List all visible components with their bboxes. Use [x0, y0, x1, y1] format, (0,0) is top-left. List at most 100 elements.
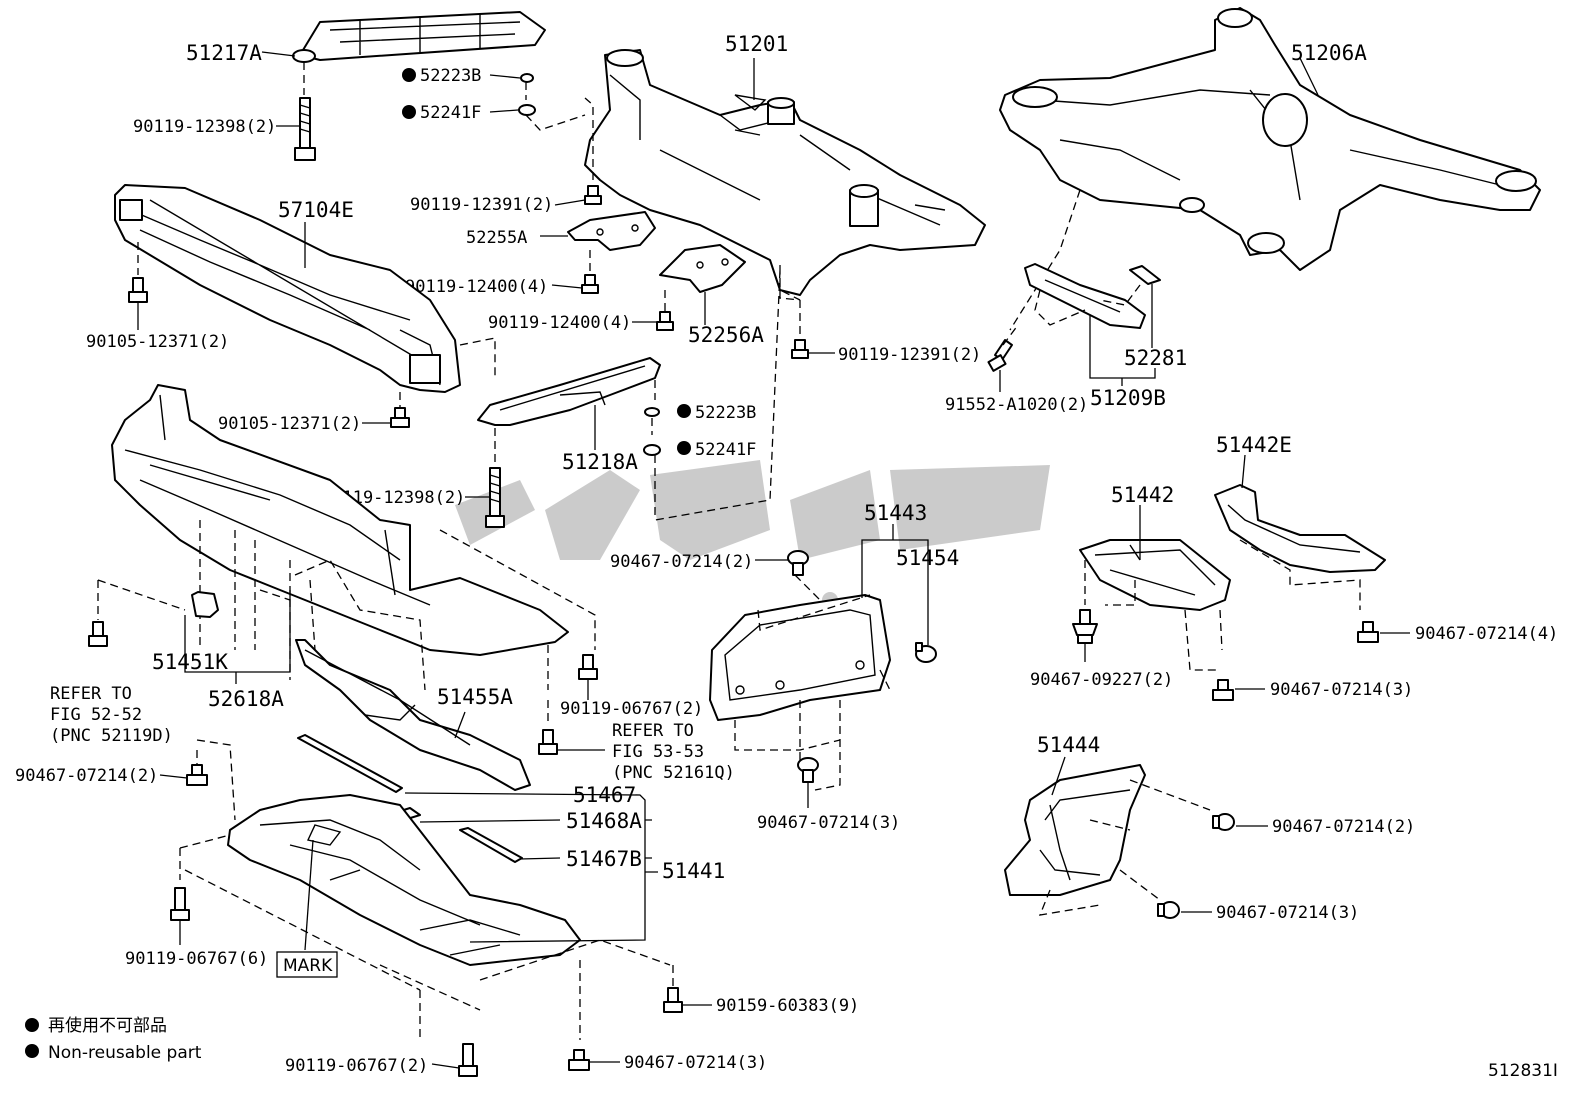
dash-51444 [1038, 779, 1211, 916]
legend-english: Non-reusable part [48, 1043, 202, 1063]
dash-90467-07214-d [196, 739, 236, 821]
part-51209B-plate [1024, 263, 1146, 329]
leader-52618A-group [184, 590, 291, 673]
leader-51444 [1051, 756, 1066, 796]
washer-52223B-top [520, 73, 534, 83]
label-90119-12391-b: 90119-12391(2) [838, 345, 981, 365]
label-90467-07214-e: 90467-07214(3) [757, 813, 900, 833]
label-90119-12391-a: 90119-12391(2) [410, 195, 553, 215]
label-90467-07214-f: 90467-07214(2) [1272, 817, 1415, 837]
legend-dot-en [25, 1044, 39, 1058]
dash-absorber-c [439, 529, 596, 650]
label-90467-07214-c: 90467-07214(3) [1270, 680, 1413, 700]
leader-51443-group [861, 539, 929, 645]
dash-51209B [1034, 284, 1141, 326]
leader-52223B-top [489, 74, 521, 79]
label-90467-07214-h: 90467-07214(3) [624, 1053, 767, 1073]
label-52255A: 52255A [466, 228, 527, 248]
leader-90467-07214-d [159, 774, 188, 779]
bolt-90159-60383 [663, 987, 683, 1013]
part-57104E-beam [114, 184, 461, 393]
bolt-90119-12400-a [581, 274, 599, 294]
dash-51206A [1009, 189, 1081, 331]
label-90105-12371-b: 90105-12371(2) [218, 414, 361, 434]
clip-90467-09227 [1072, 609, 1098, 644]
nonreusable-dot-52223B-mid [677, 404, 691, 418]
part-51444-cover [1004, 764, 1146, 896]
label-51441: 51441 [662, 859, 725, 883]
bolt-90119-06767-a [578, 654, 598, 680]
label-90467-07214-g: 90467-07214(3) [1216, 903, 1359, 923]
clip-90467-07214-c [1212, 679, 1234, 701]
label-51444: 51444 [1037, 733, 1100, 757]
nonreusable-dot-52223B-top [402, 68, 416, 82]
part-51443-cover [709, 594, 891, 721]
label-51206A: 51206A [1291, 41, 1367, 65]
leader-90119-06767-c [431, 1063, 460, 1069]
bolt-90105-12371-b [390, 407, 410, 428]
label-90467-07214-a: 90467-07214(2) [610, 552, 753, 572]
dash-51201-b [654, 265, 801, 521]
part-51201-crossmember [584, 49, 986, 296]
leader-51442E [1241, 454, 1246, 489]
part-52618A-absorber [111, 384, 569, 656]
figure-id: 512831I [1488, 1061, 1558, 1081]
dash-absorber-b [294, 559, 426, 691]
label-51442: 51442 [1111, 483, 1174, 507]
nonreusable-dot-52241F-top [402, 105, 416, 119]
leader-90119-12400-a [551, 284, 583, 289]
ref-right-line1: REFER TO [612, 721, 694, 741]
leader-51441-ticks [645, 819, 658, 873]
mark-box [276, 951, 338, 978]
bolt-91552-A1020 [987, 339, 1013, 372]
label-51467: 51467 [573, 783, 636, 807]
leader-51206A [1299, 57, 1319, 96]
label-91552-A1020: 91552-A1020(2) [945, 395, 1088, 415]
ref-right-line2: FIG 53-53 [612, 742, 704, 762]
washer-52223B-mid [644, 407, 660, 417]
label-90159-60383: 90159-60383(9) [716, 996, 859, 1016]
label-90467-07214-b: 90467-07214(4) [1415, 624, 1558, 644]
bolt-90119-06767-b [170, 887, 190, 921]
label-52618A: 52618A [208, 687, 284, 711]
label-52241F-mid: 52241F [695, 440, 756, 460]
leader-51467 [404, 792, 646, 943]
label-90467-07214-d: 90467-07214(2) [15, 766, 158, 786]
dash-52223B-top [525, 82, 586, 131]
label-90119-06767-a: 90119-06767(2) [560, 699, 703, 719]
label-51454: 51454 [896, 546, 959, 570]
dash-51443 [734, 574, 891, 791]
clip-refer-52-52 [88, 621, 108, 647]
label-90119-12398-top: 90119-12398(2) [133, 117, 276, 137]
clip-90467-07214-g [1157, 901, 1180, 919]
bolt-90119-12400-b [656, 311, 674, 331]
ref-left-line2: FIG 52-52 [50, 705, 142, 725]
dash-51441 [179, 834, 671, 1040]
dash-51218A [651, 380, 656, 520]
leader-mark [304, 839, 314, 951]
dash-91552 [1002, 324, 1019, 346]
clip-refer-53-53 [538, 729, 558, 755]
label-51442E: 51442E [1216, 433, 1292, 457]
leader-51217A [261, 51, 296, 57]
ref-right-line3: (PNC 52161Q) [612, 763, 735, 783]
label-51217A: 51217A [186, 41, 262, 65]
part-52255A-bracket [567, 211, 656, 251]
label-51467B: 51467B [566, 847, 642, 871]
bolt-90119-12398-mid [485, 467, 505, 528]
label-51201: 51201 [725, 32, 788, 56]
label-90119-12400-b: 90119-12400(4) [488, 313, 631, 333]
part-51451K-clip [191, 591, 219, 618]
bolt-90105-12371-a [128, 277, 148, 303]
label-90119-12400-a: 90119-12400(4) [405, 277, 548, 297]
label-52223B-top: 52223B [420, 66, 481, 86]
legend-japanese: 再使用不可部品 [48, 1015, 167, 1036]
label-52281: 52281 [1124, 346, 1187, 370]
watermark-logo [455, 460, 1050, 608]
label-52241F-top: 52241F [420, 103, 481, 123]
clip-90467-07214-a [787, 550, 809, 576]
clip-90467-07214-h [568, 1049, 590, 1071]
part-51467B-strip [459, 827, 523, 863]
part-51217A [292, 11, 546, 63]
